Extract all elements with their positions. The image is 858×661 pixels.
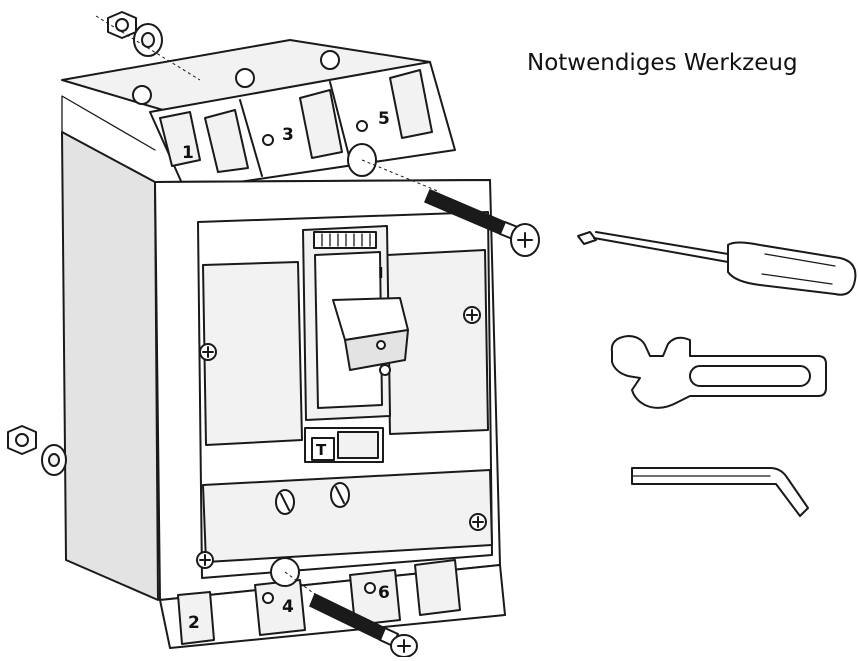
terminal-label-4: 4 <box>282 597 294 617</box>
terminal-label-5: 5 <box>378 109 390 129</box>
breaker-side-face <box>61 131 159 601</box>
diagram-title: Notwendiges Werkzeug <box>527 50 798 76</box>
top-nut-washer <box>95 11 201 81</box>
terminal-label-1: 1 <box>182 143 194 163</box>
trip-button-label: T <box>316 441 327 459</box>
trip-button <box>311 437 335 461</box>
left-window-panel <box>202 261 303 446</box>
top-mounting-bolt <box>347 143 540 257</box>
open-end-wrench-icon <box>610 335 827 409</box>
adjustment-screw-right <box>330 482 350 508</box>
terminal-label-6: 6 <box>378 583 390 603</box>
bottom-mounting-bolt <box>270 557 418 658</box>
terminal-label-2: 2 <box>188 613 200 633</box>
switch-position-label: I <box>378 264 384 282</box>
circuit-breaker: 1 3 5 I T <box>61 39 506 649</box>
left-nut-washer <box>7 425 67 476</box>
terminal-label-3: 3 <box>282 125 294 145</box>
adjustment-screw-left <box>275 489 295 515</box>
screwdriver-icon <box>577 231 857 296</box>
allen-key-icon <box>631 467 809 517</box>
top-terminal-block <box>61 39 491 191</box>
lower-panel <box>202 469 493 563</box>
